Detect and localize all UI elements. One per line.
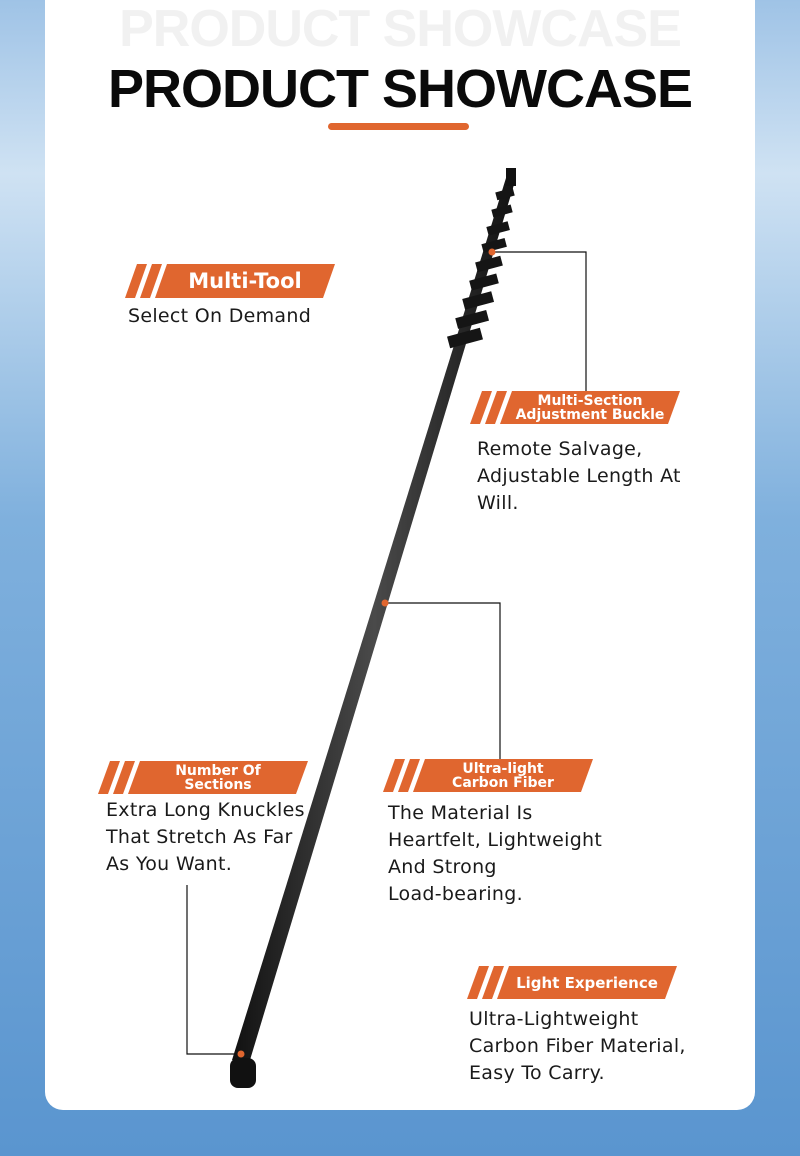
pole-tip [506,168,516,186]
adjustment-buckles [447,187,515,349]
desc-multi-tool: Select On Demand [128,305,312,327]
tag-light-experience: Light Experience [467,966,677,999]
pole-end-cap [230,1058,256,1088]
page-title: PRODUCT SHOWCASE [107,59,693,119]
leader-dots [237,248,496,1058]
ghost-title: PRODUCT SHOWCASE [119,0,682,58]
leader-lines [186,251,587,1055]
tag-label: Light Experience [516,973,658,992]
title-underline [328,123,469,130]
tag-multi-tool: Multi-Tool [125,264,335,298]
pole-shaft [232,178,516,1060]
tag-label: Multi-Tool [188,268,302,293]
